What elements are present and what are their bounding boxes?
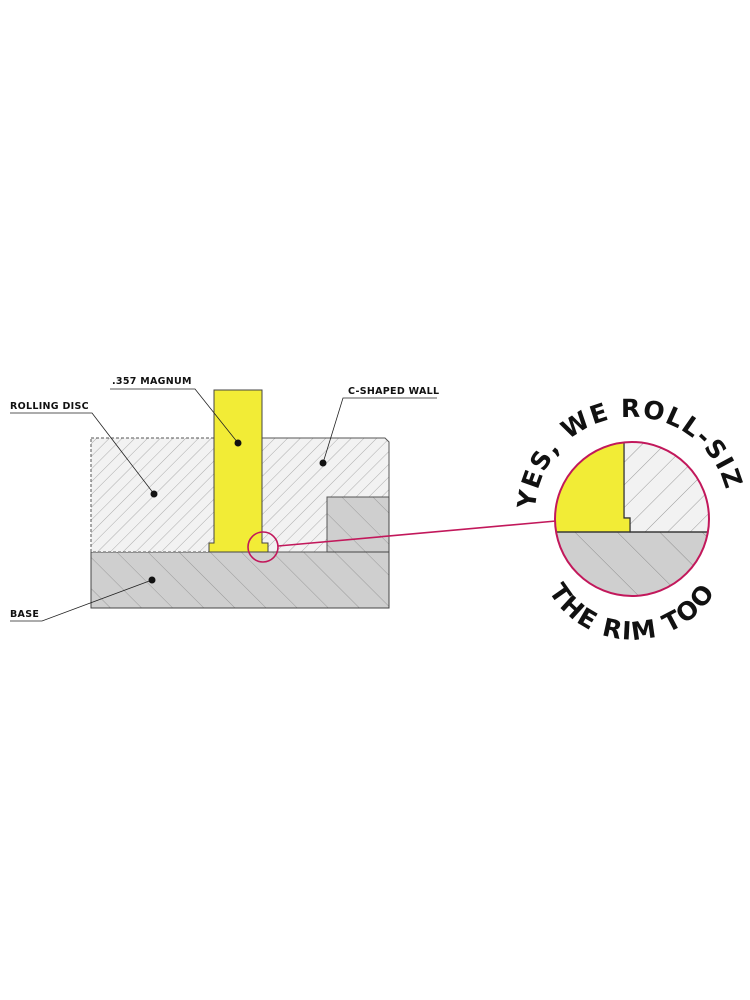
connector-line (277, 520, 557, 547)
cartridge (208, 389, 269, 553)
label-cartridge: .357 MAGNUM (112, 376, 192, 387)
label-wall: C-SHAPED WALL (348, 386, 439, 397)
detail-circle (247, 531, 279, 563)
leader-rolling-disc (10, 412, 158, 498)
base-step (326, 496, 390, 553)
label-rolling-disc: ROLLING DISC (10, 401, 89, 412)
leader-wall (319, 397, 437, 467)
leader-base (10, 576, 156, 622)
leader-cartridge (110, 388, 242, 447)
base-block (90, 551, 390, 609)
magnifier-ring (554, 441, 710, 597)
label-base: BASE (10, 609, 39, 620)
callout-top-text: YES, WE ROLL-SIZE (0, 0, 747, 511)
